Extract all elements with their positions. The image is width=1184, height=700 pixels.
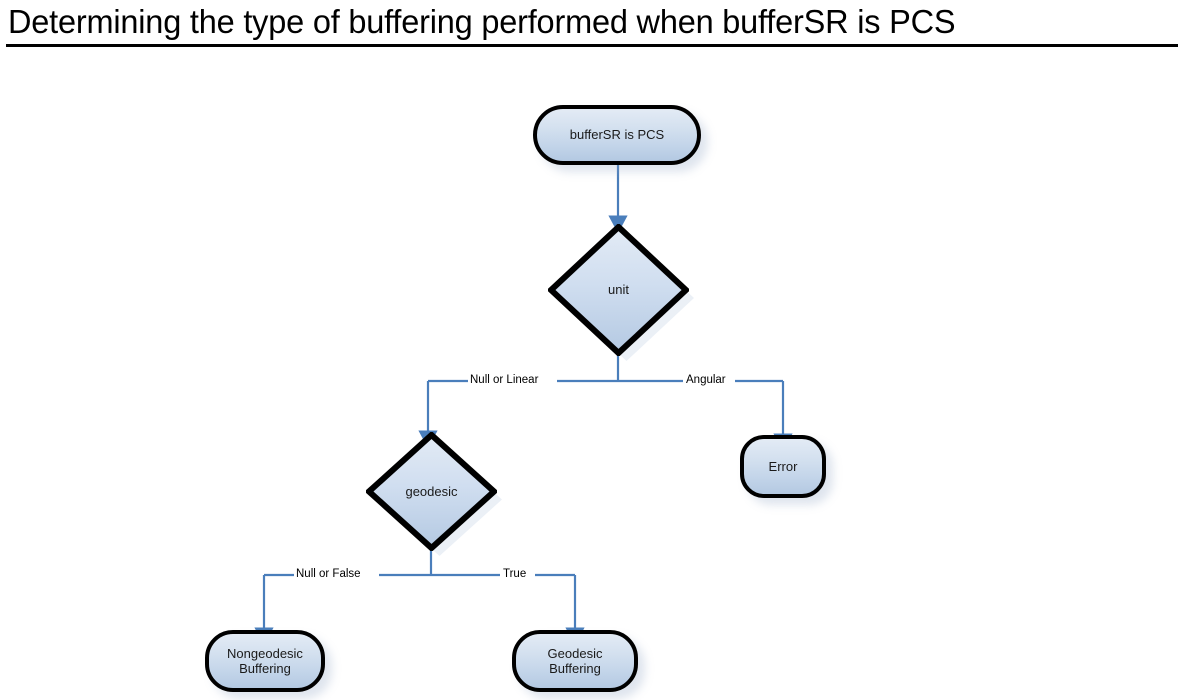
flowchart-canvas: Null or Linear Angular Null or False Tru… bbox=[0, 52, 1184, 700]
node-start-bufferSR-is-PCS[interactable]: bufferSR is PCS bbox=[533, 105, 701, 165]
diamond-shape-unit bbox=[548, 224, 689, 356]
edge-label-null-or-false: Null or False bbox=[294, 568, 363, 581]
edge-label-angular: Angular bbox=[684, 374, 728, 387]
node-label-nongeodesic-line2: Buffering bbox=[239, 661, 291, 676]
node-terminal-geodesic-buffering[interactable]: Geodesic Buffering bbox=[512, 630, 638, 692]
edge-label-null-or-linear: Null or Linear bbox=[468, 374, 541, 387]
page-title: Determining the type of buffering perfor… bbox=[8, 3, 956, 40]
node-label-nongeodesic-line1: Nongeodesic bbox=[227, 645, 303, 661]
node-terminal-nongeodesic-buffering[interactable]: Nongeodesic Buffering bbox=[205, 630, 325, 692]
diamond-shape-geodesic bbox=[366, 432, 497, 551]
node-label-nongeodesic-buffering: Nongeodesic Buffering bbox=[221, 646, 309, 677]
node-label-geodesic-buffering: Geodesic Buffering bbox=[547, 645, 603, 676]
title-bar: Determining the type of buffering perfor… bbox=[0, 0, 1184, 52]
title-underline-rule bbox=[6, 44, 1178, 47]
node-terminal-error[interactable]: Error bbox=[740, 435, 826, 498]
node-label-start: bufferSR is PCS bbox=[569, 127, 665, 143]
node-decision-geodesic[interactable]: geodesic bbox=[366, 432, 502, 556]
node-label-geodesic: geodesic bbox=[405, 483, 458, 499]
edge-label-true: True bbox=[501, 568, 529, 581]
node-label-unit: unit bbox=[608, 282, 629, 298]
node-decision-unit[interactable]: unit bbox=[548, 224, 694, 361]
connector-layer bbox=[254, 165, 793, 646]
node-label-error: Error bbox=[768, 458, 798, 474]
